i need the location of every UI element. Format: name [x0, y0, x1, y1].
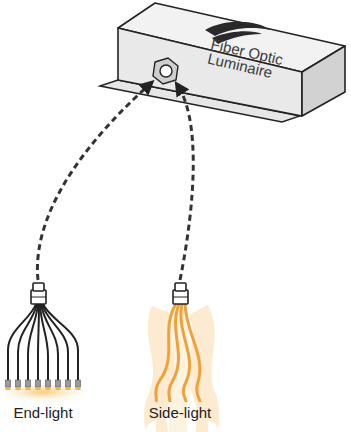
bundle-label: End-light: [13, 404, 72, 421]
end-fibers: [8, 304, 78, 382]
luminaire-box: Fiber Optic Luminaire: [95, 0, 351, 125]
bundle-label: Side-light: [149, 404, 212, 421]
end-glow: [0, 382, 87, 402]
end-connector: [31, 283, 46, 304]
side-fibers: [156, 304, 200, 402]
side-connector: [173, 283, 188, 304]
